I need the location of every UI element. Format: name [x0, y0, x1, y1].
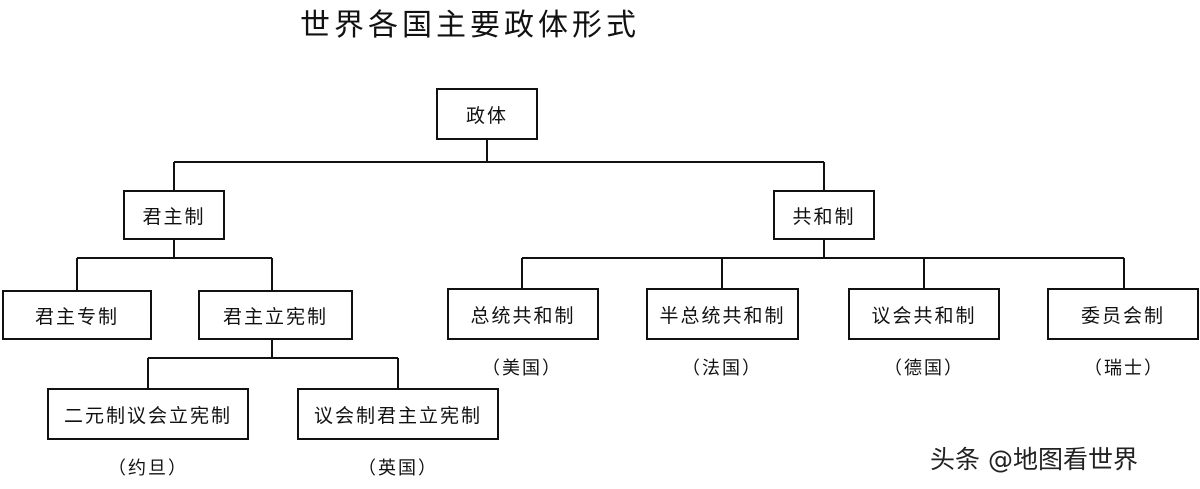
example-country-switzerland: （瑞士） [1084, 358, 1164, 379]
node-absolute-monarchy: 君主专制 [2, 290, 152, 340]
node-dual-constitutional-monarchy: 二元制议会立宪制 [47, 388, 249, 440]
node-committee-system: 委员会制 [1047, 288, 1199, 340]
node-parliamentary-republic: 议会共和制 [848, 288, 1000, 340]
page-title: 世界各国主要政体形式 [300, 8, 640, 43]
example-country-uk: （英国） [358, 458, 438, 479]
watermark-text: 头条 @地图看世界 [930, 445, 1138, 474]
node-monarchy: 君主制 [123, 190, 225, 240]
example-country-usa: （美国） [482, 358, 562, 379]
node-presidential-republic: 总统共和制 [447, 288, 599, 340]
example-country-jordan: （约旦） [108, 458, 188, 479]
node-government: 政体 [436, 88, 538, 140]
node-republic: 共和制 [773, 190, 875, 240]
node-semi-presidential-republic: 半总统共和制 [646, 288, 799, 340]
example-country-france: （法国） [682, 358, 762, 379]
node-parliamentary-constitutional-monarchy: 议会制君主立宪制 [297, 388, 499, 440]
example-country-germany: （德国） [884, 358, 964, 379]
node-constitutional-monarchy: 君主立宪制 [198, 290, 353, 340]
